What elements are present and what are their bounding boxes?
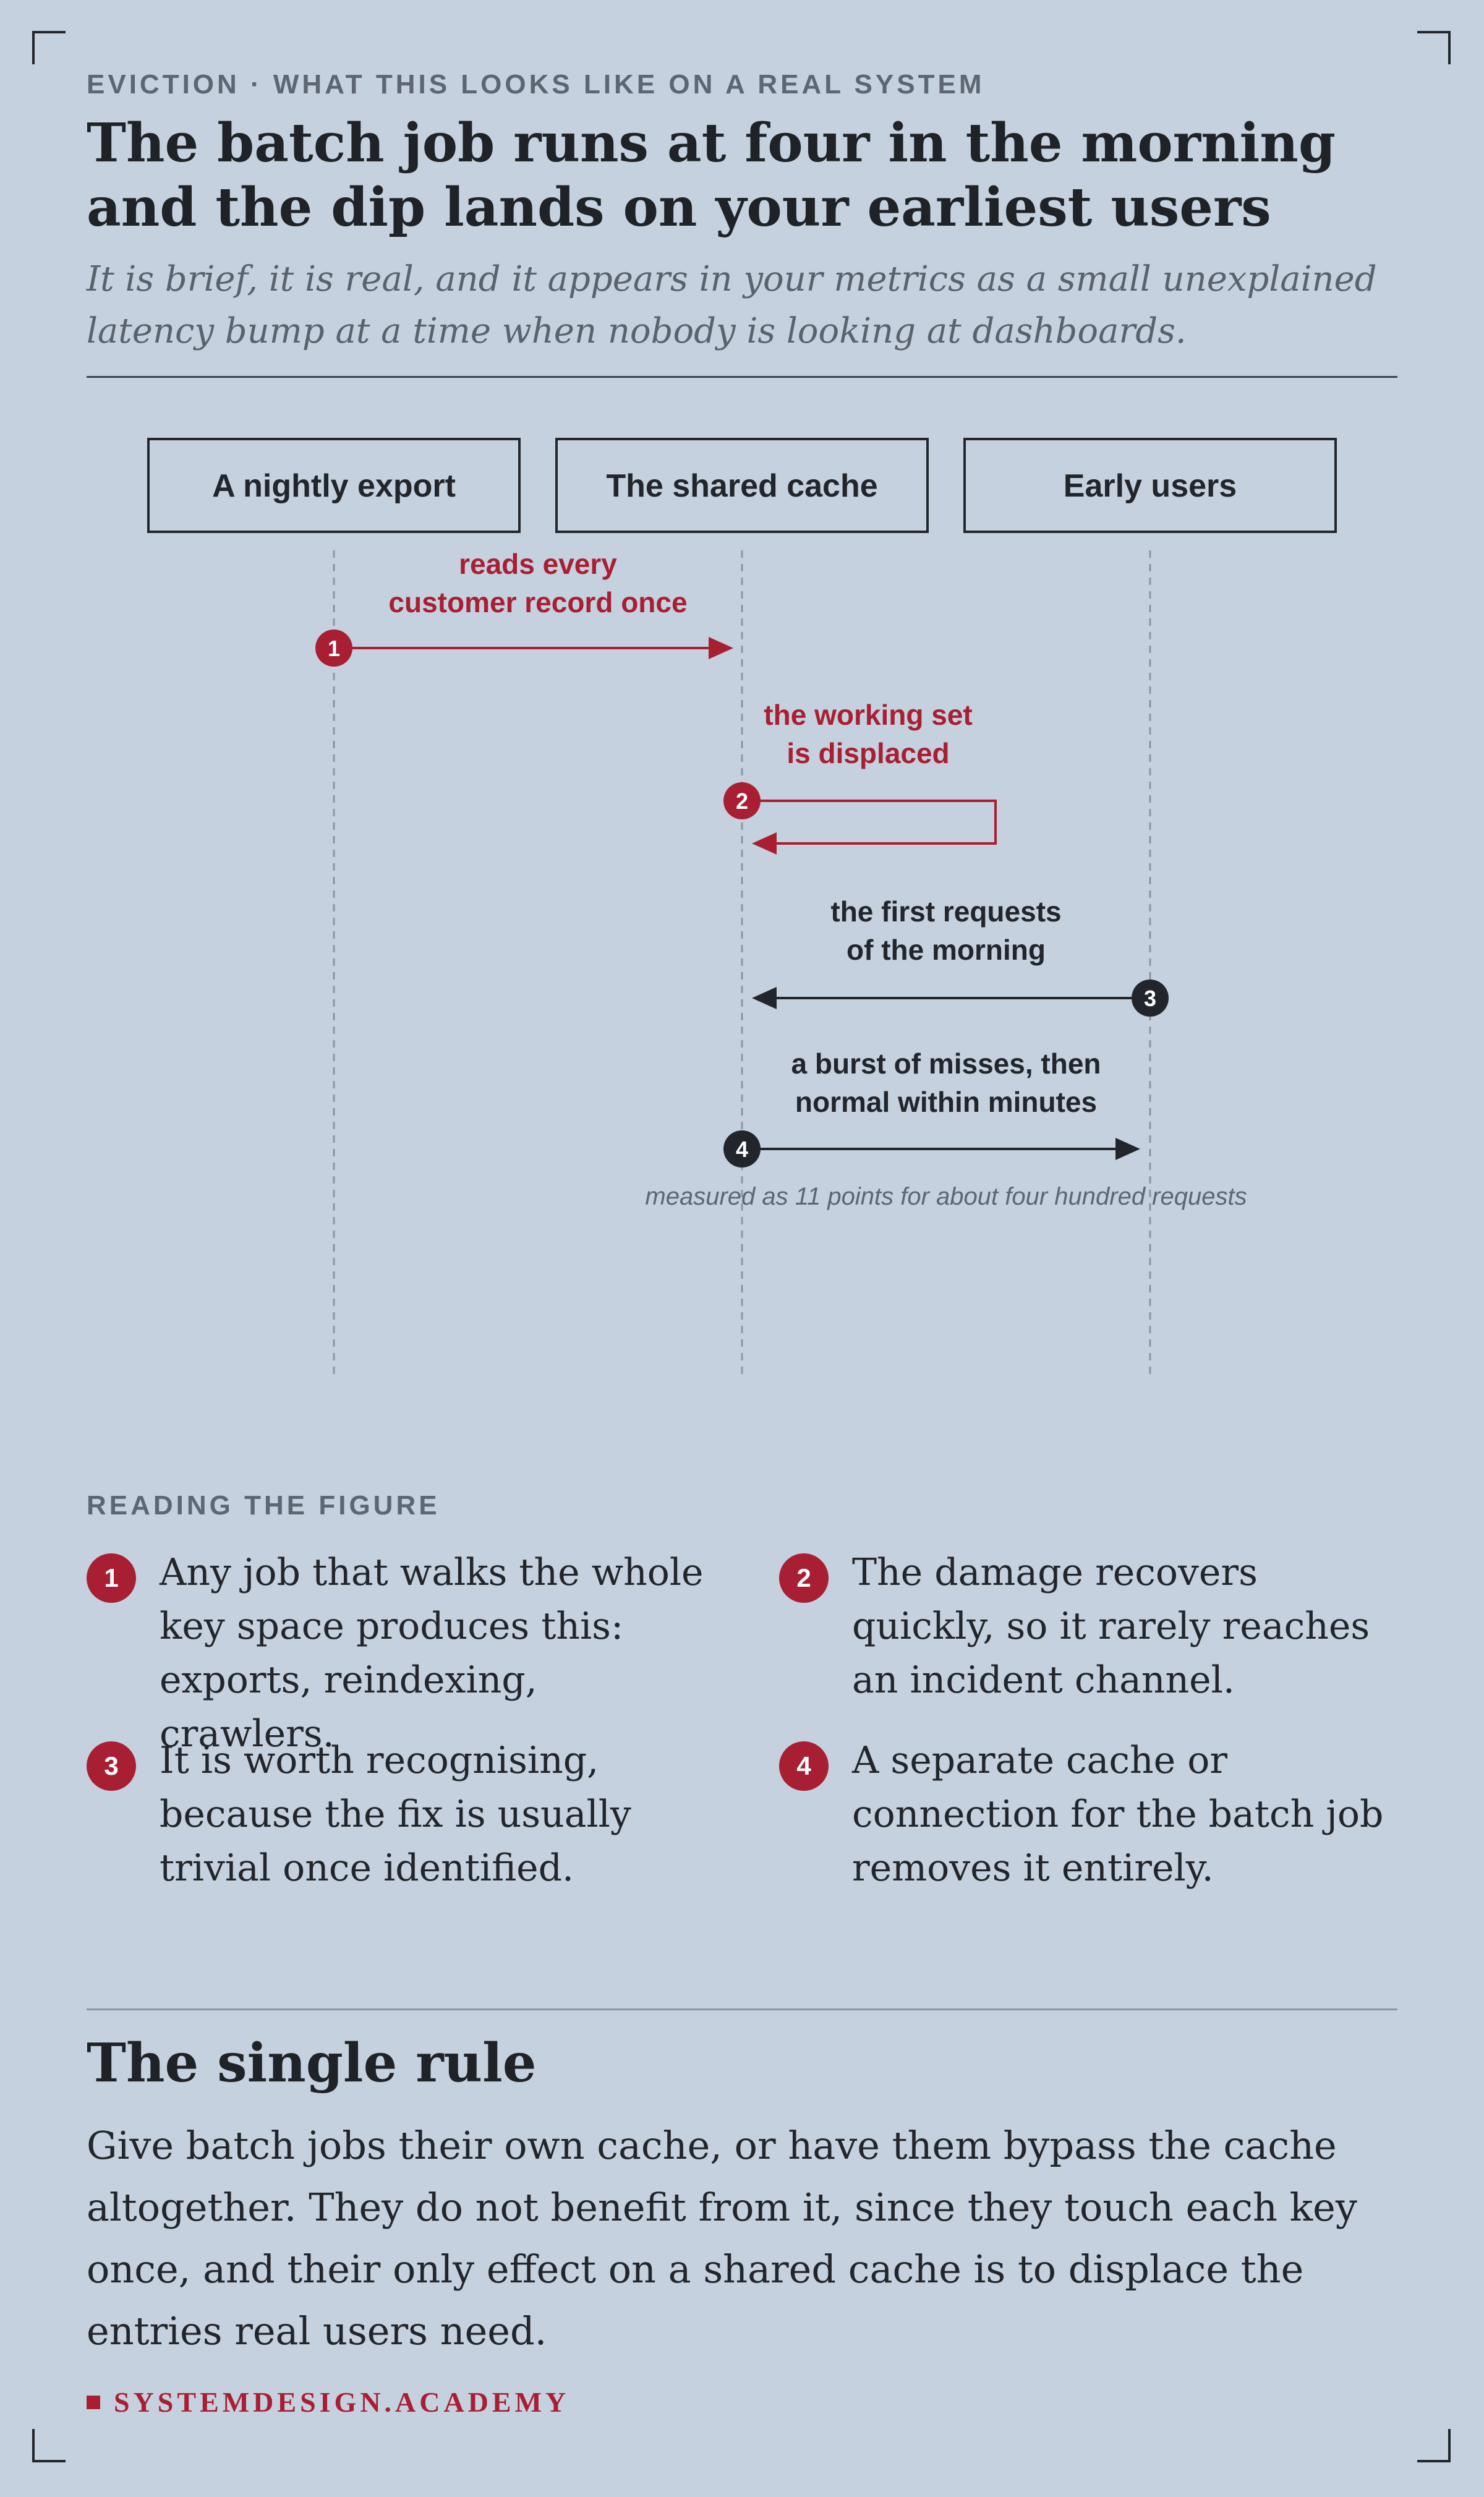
message-1: reads every customer record once 1 <box>315 548 733 667</box>
arrow-head <box>1115 1138 1140 1160</box>
arrow-head <box>752 987 777 1009</box>
step-badge <box>315 630 352 667</box>
step-number: 3 <box>1144 986 1156 1011</box>
message-label: reads every <box>459 548 617 580</box>
brand-name: SYSTEMDESIGN.ACADEMY <box>114 2386 570 2418</box>
kicker: EVICTION · WHAT THIS LOOKS LIKE ON A REA… <box>87 69 985 100</box>
actor-label: The shared cache <box>606 468 877 504</box>
reading-text: Any job that walks the whole key space p… <box>160 1551 704 1756</box>
step-number: 4 <box>736 1137 748 1162</box>
message-label: customer record once <box>388 586 687 618</box>
rule-body: Give batch jobs their own cache, or have… <box>87 2123 1357 2354</box>
arrow-head <box>709 637 733 659</box>
step-number: 2 <box>736 788 748 814</box>
message-label: the first requests <box>830 895 1061 928</box>
actor-early-users: Early users <box>963 438 1337 533</box>
step-badge: 4 <box>779 1741 829 1791</box>
message-3: the first requests of the morning 3 <box>752 895 1169 1017</box>
step-badge <box>723 1130 761 1167</box>
message-4: a burst of misses, then normal within mi… <box>645 1048 1247 1210</box>
measurement-note: measured as 11 points for about four hun… <box>645 1183 1247 1210</box>
message-label: of the morning <box>846 934 1046 966</box>
reading-text: It is worth recognising, because the fix… <box>160 1739 631 1890</box>
actor-label: Early users <box>1064 468 1237 504</box>
step-number: 1 <box>328 636 340 661</box>
step-badge <box>1132 980 1169 1017</box>
step-badge: 2 <box>779 1553 829 1603</box>
rule-heading: The single rule <box>87 2032 537 2094</box>
divider-top <box>87 376 1397 378</box>
message-label: is displaced <box>787 737 949 769</box>
page-title: The batch job runs at four in the mornin… <box>87 112 1336 239</box>
reading-label: READING THE FIGURE <box>87 1490 440 1521</box>
brand-square-icon <box>87 2396 100 2409</box>
divider-bottom <box>87 2008 1397 2010</box>
step-badge <box>723 782 761 819</box>
arrow-head <box>752 832 777 855</box>
corner-mark-bottom-right <box>1417 2429 1451 2462</box>
corner-mark-top-left <box>32 31 66 64</box>
sequence-diagram: A nightly export The shared cache Early … <box>147 438 1337 1379</box>
actor-nightly-export: A nightly export <box>147 438 521 533</box>
message-label: normal within minutes <box>795 1086 1097 1118</box>
corner-mark-bottom-left <box>32 2429 66 2462</box>
message-label: the working set <box>764 699 972 731</box>
actor-shared-cache: The shared cache <box>555 438 929 533</box>
message-label: a burst of misses, then <box>791 1048 1101 1080</box>
footer-brand: SYSTEMDESIGN.ACADEMY <box>87 2386 569 2418</box>
message-2: the working set is displaced 2 <box>723 699 997 855</box>
message-arrow <box>742 800 997 845</box>
reading-text: The damage recovers quickly, so it rarel… <box>852 1551 1370 1702</box>
reading-text: A separate cache or connection for the b… <box>852 1739 1384 1890</box>
page-subtitle: It is brief, it is real, and it appears … <box>87 259 1377 351</box>
step-badge: 1 <box>87 1553 136 1603</box>
actor-label: A nightly export <box>212 468 456 504</box>
step-badge: 3 <box>87 1741 136 1791</box>
corner-mark-top-right <box>1417 31 1451 64</box>
